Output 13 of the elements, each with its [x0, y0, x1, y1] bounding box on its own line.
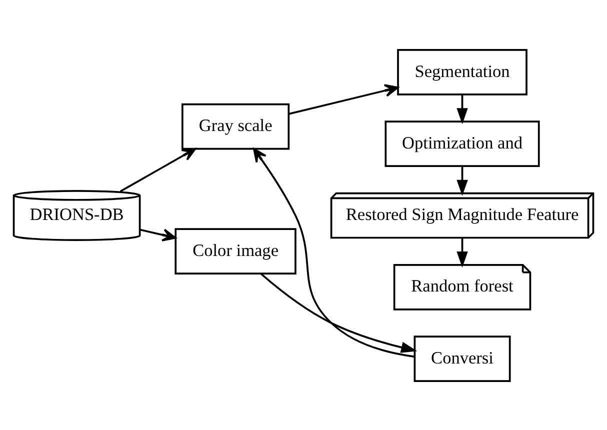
arrow [288, 84, 399, 114]
arrow [456, 237, 468, 268]
arrow [120, 147, 196, 192]
arrow [140, 228, 176, 241]
arrow [253, 148, 415, 358]
node-box: Segmentation [397, 48, 528, 95]
node-box: Optimization and [384, 120, 540, 166]
node-box: Gray scale [182, 102, 290, 150]
node-box: Conversi [414, 335, 511, 382]
node-box: Color image [174, 228, 296, 274]
arrow [260, 272, 418, 352]
arrow [456, 166, 468, 196]
arrow [456, 94, 468, 124]
